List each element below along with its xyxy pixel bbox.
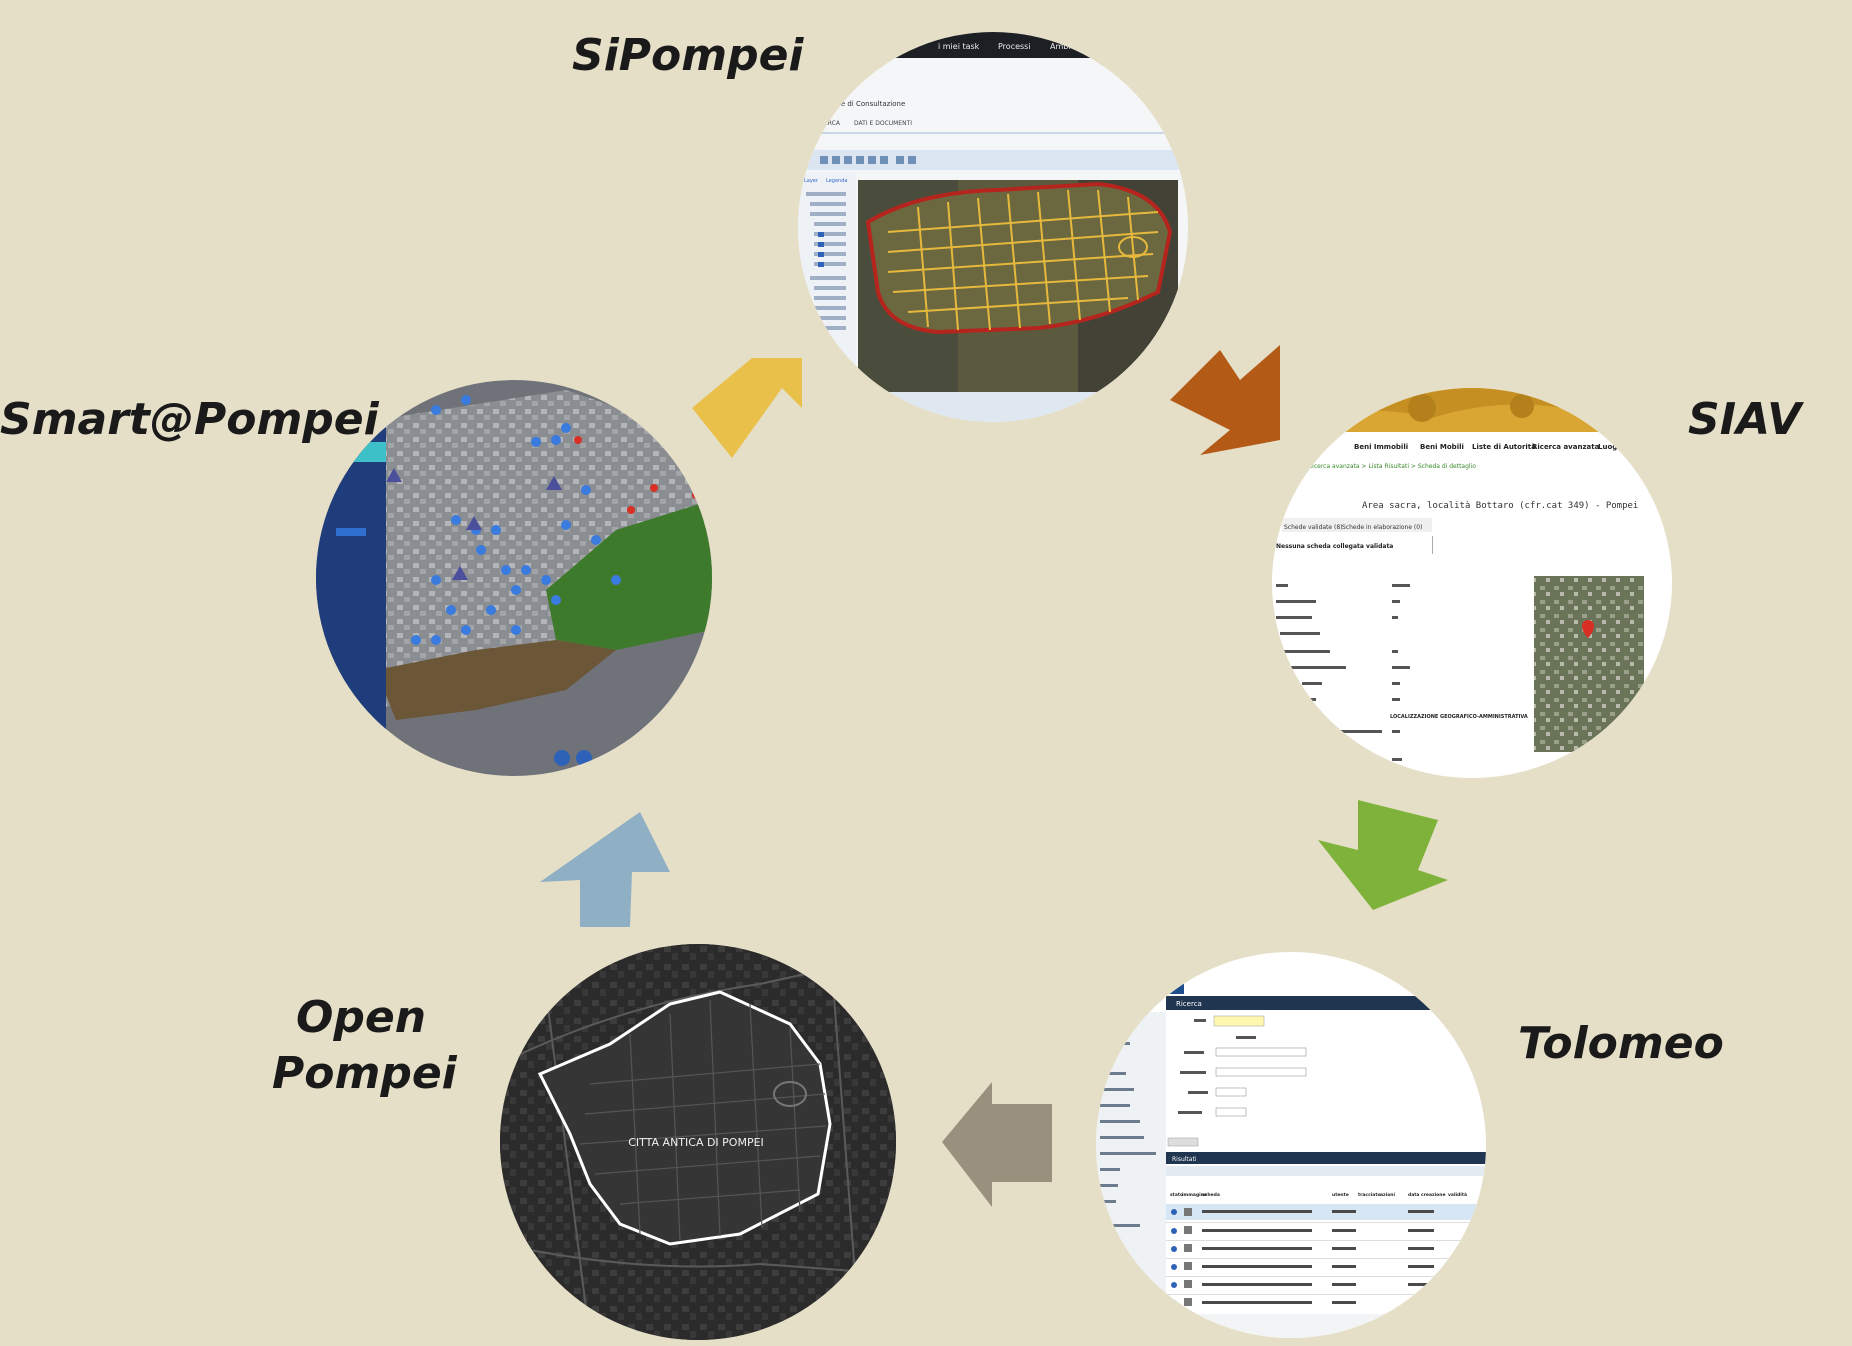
tolomeo-search-header: Ricerca xyxy=(1176,1000,1202,1008)
tolomeo-col-stato: stato xyxy=(1170,1192,1183,1198)
siav-map-pin-icon xyxy=(1582,620,1594,638)
open-pompei-map-label: CITTA ANTICA DI POMPEI xyxy=(628,1136,764,1149)
sipompei-tab-2: DATI E DOCUMENTI xyxy=(854,120,912,127)
siav-breadcrumb: Ricerca avanzata > Lista Risultati > Sch… xyxy=(1308,463,1476,470)
open-pompei-screenshot: CITTA ANTICA DI POMPEI xyxy=(500,944,896,1340)
tolomeo-label: Tolomeo xyxy=(1518,1018,1724,1069)
sipompei-panel-tab-legenda: Legenda xyxy=(826,178,847,184)
siav-menu-1: Beni Immobili xyxy=(1354,443,1408,451)
arrow-tolomeo-to-open xyxy=(942,1082,1052,1207)
siav-tab-validate: Schede validate (8) xyxy=(1284,524,1343,531)
siav-menu-5: Luoghi di xyxy=(1598,443,1635,451)
tolomeo-col-immagine: immagine xyxy=(1182,1192,1207,1198)
tolomeo-results-header: Risultati xyxy=(1172,1156,1197,1163)
sipompei-panel-tab-layer: Layer xyxy=(804,178,819,184)
block-arrow-icon xyxy=(540,812,670,927)
block-arrow-icon xyxy=(1170,345,1280,455)
sipompei-tab-1: ERCA xyxy=(824,120,841,127)
siav-record-title: Area sacra, località Bottaro (cfr.cat 34… xyxy=(1362,501,1638,511)
block-arrow-icon xyxy=(692,358,802,458)
arrow-siav-to-tolomeo xyxy=(1318,800,1448,910)
sipompei-topmenu-1: i miei task xyxy=(938,42,980,51)
siav-label: SIAV xyxy=(1688,394,1802,445)
tolomeo-col-tracciato: tracciato xyxy=(1358,1192,1381,1198)
siav-subtitle: Nessuna scheda collegata validata xyxy=(1276,543,1393,550)
siav-menu-2: Beni Mobili xyxy=(1420,443,1464,451)
smart-pompei-screenshot xyxy=(316,380,712,776)
siav-screenshot: Beni Immobili Beni Mobili Liste di Autor… xyxy=(1272,388,1672,778)
siav-menu-3: Liste di Autorità xyxy=(1472,443,1536,451)
tolomeo-col-scheda: scheda xyxy=(1202,1192,1220,1198)
tolomeo-col-utente: utente xyxy=(1332,1192,1349,1198)
block-arrow-icon xyxy=(1318,800,1448,910)
open-pompei-label-line1: Open xyxy=(296,992,427,1043)
tolomeo-col-azioni: azioni xyxy=(1380,1192,1395,1198)
tolomeo-screenshot: Ricerca Risultati stato immagine scheda … xyxy=(1096,952,1486,1338)
arrow-smart-to-sipompei xyxy=(692,358,802,458)
smart-pompei-label: Smart@Pompei xyxy=(0,394,379,445)
block-arrow-icon xyxy=(942,1082,1052,1207)
tolomeo-col-data: data creazione xyxy=(1408,1192,1446,1198)
siav-menu-4: Ricerca avanzata xyxy=(1532,443,1600,451)
sipompei-screenshot: i miei task Processi Ambiente me di Cons… xyxy=(798,32,1188,422)
sipompei-window-title: me di Consultazione xyxy=(834,100,905,108)
arrow-open-to-smart xyxy=(540,812,670,927)
sipompei-topmenu-3: Ambiente xyxy=(1050,42,1089,51)
siav-tab-elaborazione: Schede in elaborazione (0) xyxy=(1342,524,1422,531)
arrow-sipompei-to-siav xyxy=(1170,345,1280,455)
siav-section-heading: LOCALIZZAZIONE GEOGRAFICO-AMMINISTRATIVA xyxy=(1390,714,1528,720)
sipompei-topmenu-2: Processi xyxy=(998,42,1031,51)
sipompei-label: SiPompei xyxy=(572,30,804,81)
open-pompei-label-line2: Pompei xyxy=(272,1048,457,1099)
tolomeo-col-validita: validità xyxy=(1448,1191,1467,1198)
